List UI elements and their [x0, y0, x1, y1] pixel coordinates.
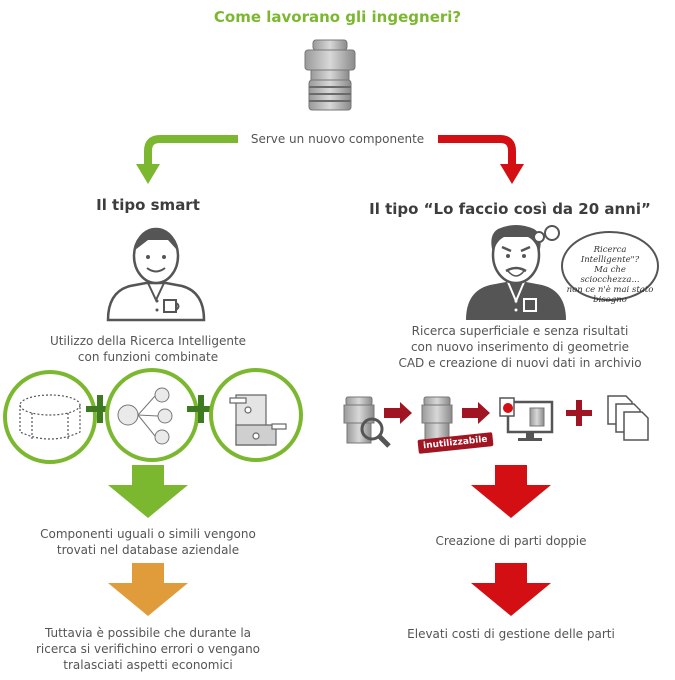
smart-person-icon [106, 227, 206, 322]
old-person-icon [466, 225, 566, 320]
old-down-arrow-2 [471, 563, 551, 616]
green-bent-arrow [144, 135, 238, 166]
smart-down-arrow-1 [108, 465, 188, 518]
old-result: Creazione di parti doppie [435, 534, 587, 548]
component-icon [304, 39, 356, 111]
smart-down-arrow-2 [108, 563, 188, 616]
page-title: Come lavorano gli ingegneri? [213, 8, 462, 26]
smart-caveat: Tuttavia è possibile che durante la rice… [35, 626, 261, 672]
thought-text: Ricerca Intelligente"? Ma che sciocchezz… [566, 245, 654, 305]
red-bent-arrow [438, 135, 516, 166]
old-consequence: Elevati costi di gestione delle parti [407, 627, 615, 641]
old-process-icons [343, 395, 649, 448]
smart-result: Componenti uguali o simili vengono trova… [40, 527, 256, 557]
smart-description: Utilizzo della Ricerca Intelligente con … [49, 334, 247, 364]
search-methods [3, 368, 303, 464]
old-heading: Il tipo “Lo faccio così da 20 anni” [369, 200, 651, 218]
old-description: Ricerca superficiale e senza risultati c… [398, 324, 642, 370]
thought-bubble [533, 225, 659, 301]
old-down-arrow-1 [471, 465, 551, 518]
smart-heading: Il tipo smart [96, 196, 200, 214]
need-text: Serve un nuovo componente [250, 132, 425, 146]
